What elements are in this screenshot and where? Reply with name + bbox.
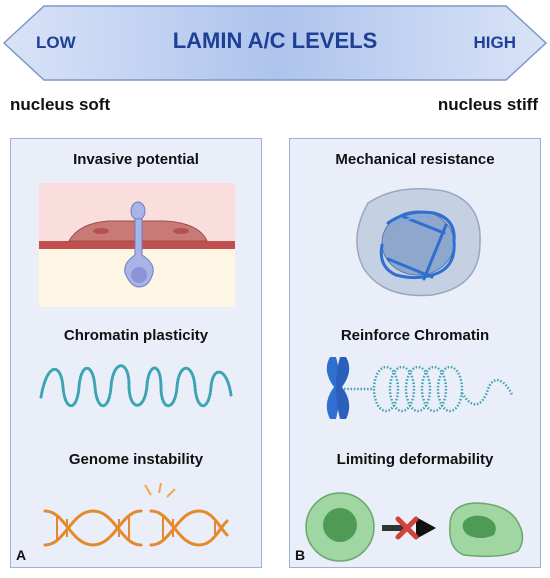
cell-migration-through-membrane-icon [39, 183, 235, 312]
low-label: LOW [36, 33, 76, 52]
panel-b-letter: B [295, 547, 306, 563]
reinforce-chromatin-heading: Reinforce Chromatin [340, 327, 490, 344]
genome-instability-heading: Genome instability [68, 451, 204, 468]
high-label: HIGH [473, 33, 517, 52]
lamin-levels-banner: LOW LAMIN A/C LEVELS HIGH [0, 0, 550, 90]
mechanical-resistance-heading: Mechanical resistance [335, 151, 495, 168]
broken-dna-helix-icon [41, 481, 231, 560]
invasive-potential-heading: Invasive potential [73, 151, 199, 168]
nucleus-with-lamin-network-icon [348, 183, 488, 306]
chromosome-coiled-fiber-icon [318, 353, 518, 428]
banner-title: LAMIN A/C LEVELS [172, 28, 378, 53]
loose-chromatin-fiber-icon [37, 357, 237, 422]
chromatin-plasticity-heading: Chromatin plasticity [63, 327, 209, 344]
panel-a-letter: A [16, 547, 27, 563]
blocked-cell-deformation-icon [304, 489, 530, 570]
nucleus-stiff-caption: nucleus stiff [437, 95, 538, 114]
panel-b: Mechanical resistance Reinforce Chromati… [289, 138, 541, 568]
nucleus-soft-caption: nucleus soft [10, 95, 111, 114]
panel-a: Invasive potential Chromatin plasticity … [10, 138, 262, 568]
limiting-deformability-heading: Limiting deformability [336, 451, 494, 468]
double-arrow-icon [2, 5, 548, 81]
